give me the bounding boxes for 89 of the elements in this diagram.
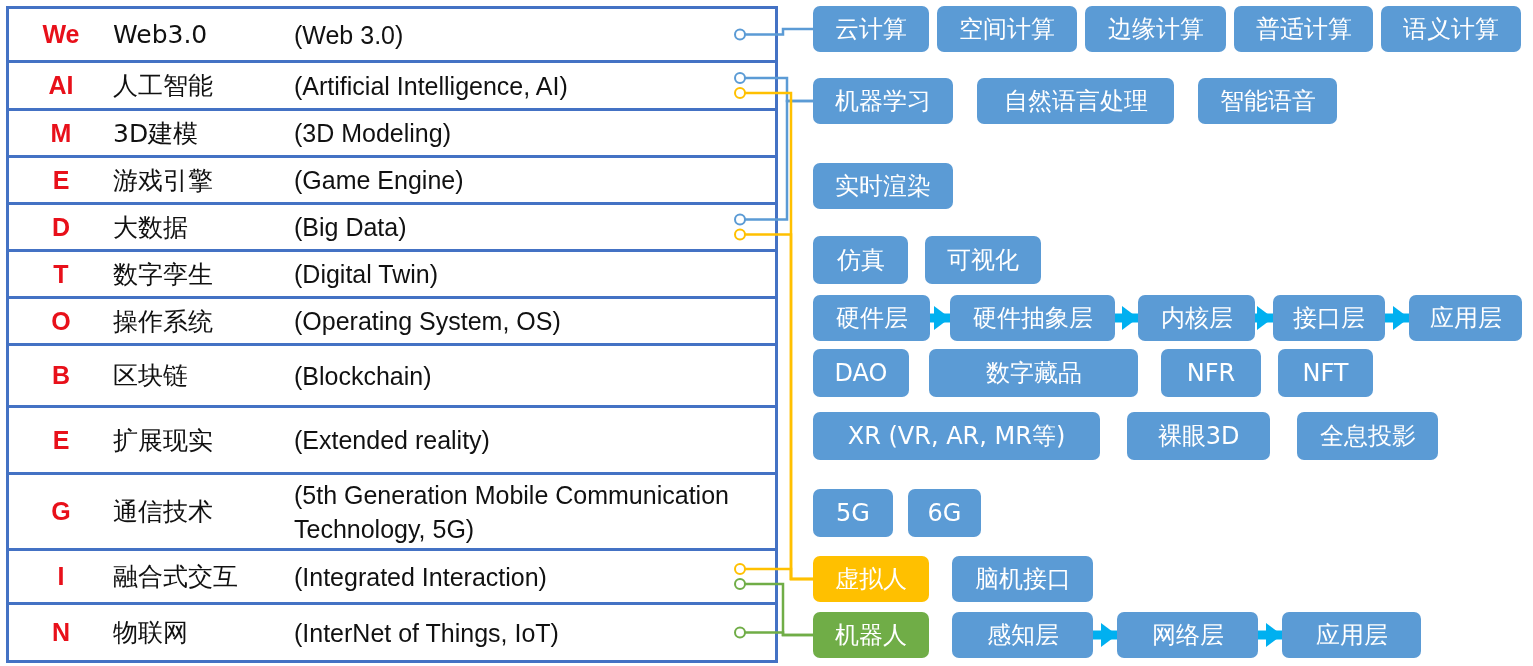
term-tag: XR (VR, AR, MR等) [813,412,1100,460]
row-abbreviation: O [50,307,72,336]
term-tag: 网络层 [1117,612,1258,658]
table-row [6,296,778,346]
row-abbreviation: B [50,361,72,390]
english-term: (Extended reality) [294,425,491,456]
table-row [6,155,778,205]
table-row [6,108,778,158]
table-row [6,405,778,475]
row-abbreviation: AI [47,71,75,100]
term-tag: 接口层 [1273,295,1385,341]
row-abbreviation: I [56,562,66,591]
term-tag: 5G [813,489,893,537]
term-tag: 云计算 [813,6,929,52]
row-abbreviation: M [49,119,73,148]
english-term: (Integrated Interaction) [294,562,548,593]
english-term: (Game Engine) [294,165,465,196]
term-tag: 普适计算 [1234,6,1373,52]
term-tag: DAO [813,349,909,397]
english-term: (Digital Twin) [294,259,440,290]
english-term: (Web 3.0) [294,20,405,51]
chinese-term: 融合式交互 [113,561,238,593]
chinese-term: 人工智能 [113,70,213,102]
chinese-term: 区块链 [113,360,188,392]
table-row [6,60,778,111]
term-tag: 硬件层 [813,295,930,341]
term-tag: 感知层 [952,612,1093,658]
table-row [6,249,778,299]
chinese-term: 操作系统 [113,306,213,338]
chinese-term: 大数据 [113,212,188,244]
connector-line [734,27,813,41]
english-term: (InterNet of Things, IoT) [294,618,560,649]
chinese-term: 通信技术 [113,496,213,528]
chevron-arrow [1255,306,1273,330]
connector-line [734,563,813,581]
row-abbreviation: E [51,166,71,195]
connector-line [734,626,813,639]
chevron-arrow [930,306,950,330]
row-abbreviation: N [50,618,72,647]
row-abbreviation: We [41,20,81,49]
term-tag: 机器学习 [813,78,953,124]
term-tag: 边缘计算 [1085,6,1226,52]
term-tag: 语义计算 [1381,6,1521,52]
chinese-term: 数字孪生 [113,259,213,291]
english-term: (5th Generation Mobile Communication Technology, 5G) [294,480,730,545]
english-term: (Big Data) [294,212,408,243]
english-term: (Artificial Intelligence, AI) [294,71,569,102]
term-tag: 智能语音 [1198,78,1337,124]
chinese-term: Web3.0 [113,20,208,49]
row-abbreviation: D [50,213,72,242]
chevron-arrow [1093,623,1117,647]
term-tag: 裸眼3D [1127,412,1270,460]
term-tag: NFR [1161,349,1261,397]
table-row [6,6,778,63]
term-tag: 机器人 [813,612,929,658]
term-tag: 全息投影 [1297,412,1438,460]
table-row [6,343,778,408]
table-row [6,548,778,605]
term-tag: 6G [908,489,981,537]
term-tag: 自然语言处理 [977,78,1174,124]
row-abbreviation: G [50,497,72,526]
chevron-arrow [1385,306,1409,330]
term-tag: 应用层 [1409,295,1522,341]
term-tag: 硬件抽象层 [950,295,1115,341]
term-tag: 仿真 [813,236,908,284]
connector-line [734,99,813,226]
term-tag: 实时渲染 [813,163,953,209]
term-tag: 可视化 [925,236,1041,284]
chinese-term: 3D建模 [113,118,199,150]
chinese-term: 游戏引擎 [113,165,213,197]
chevron-arrow [1115,306,1138,330]
row-abbreviation: T [52,260,70,289]
term-tag: 数字藏品 [929,349,1138,397]
chinese-term: 扩展现实 [113,425,213,457]
term-tag: 脑机接口 [952,556,1093,602]
term-tag: 内核层 [1138,295,1255,341]
chinese-term: 物联网 [113,617,188,649]
term-tag: 应用层 [1282,612,1421,658]
table-row [6,202,778,252]
english-term: (3D Modeling) [294,118,452,149]
table-row [6,602,778,663]
chevron-arrow [1258,623,1282,647]
term-tag: 空间计算 [937,6,1077,52]
term-tag: NFT [1278,349,1373,397]
english-term: (Operating System, OS) [294,306,562,337]
term-tag: 虚拟人 [813,556,929,602]
table-row [6,472,778,551]
english-term: (Blockchain) [294,361,433,392]
row-abbreviation: E [51,426,71,455]
